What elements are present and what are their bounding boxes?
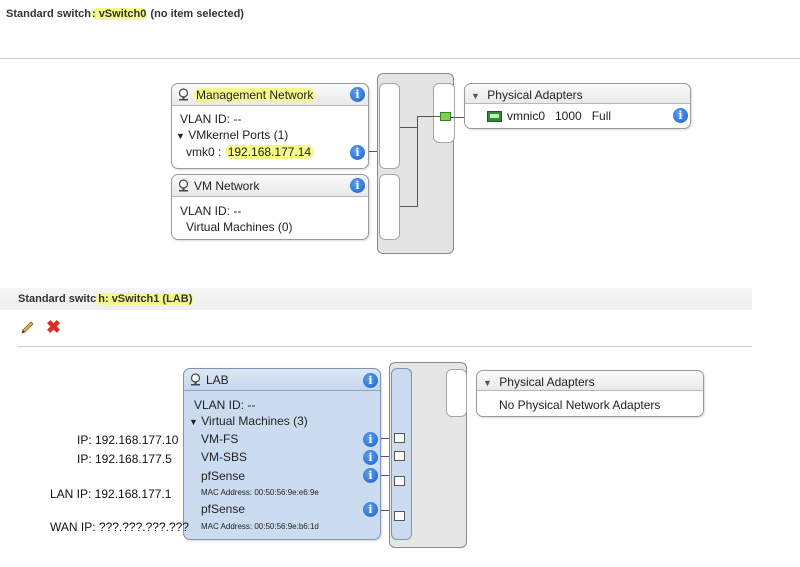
vm-network-title: VM Network — [194, 179, 260, 193]
network-icon — [178, 179, 189, 192]
annotation-lan-ip: LAN IP: 192.168.177.1 — [50, 487, 172, 501]
info-icon[interactable]: i — [363, 432, 378, 447]
connector-line — [369, 151, 378, 152]
physical-adapters-panel[interactable]: ▼ Physical Adapters vmnic0 1000 Full i — [464, 83, 691, 129]
physical-adapters-header — [465, 84, 690, 104]
vswitch0-name: : vSwitch0 — [90, 8, 148, 20]
pfsense-wan-mac: MAC Address: 00:50:56:9e:b6:1d — [201, 522, 319, 531]
info-icon[interactable]: i — [363, 450, 378, 465]
vmk0-ip: 192.168.177.14 — [224, 145, 315, 159]
uplink-line — [451, 117, 465, 118]
expand-icon: ▼ — [483, 378, 492, 388]
physical-adapters-toggle[interactable]: ▼ Physical Adapters — [483, 375, 595, 389]
virtual-machines-label: Virtual Machines (0) — [186, 220, 293, 234]
vm-port — [394, 511, 405, 521]
connector-line — [381, 475, 389, 476]
vswitch1-name: h: vSwitch1 (LAB) — [96, 293, 195, 305]
switch-wire — [417, 116, 418, 207]
virtual-machines-toggle[interactable]: ▼ Virtual Machines (3) — [189, 414, 308, 428]
portgroup-header — [172, 175, 368, 197]
expand-icon: ▼ — [471, 91, 480, 101]
vm-sbs-item[interactable]: VM-SBS — [201, 450, 248, 464]
vm-port — [394, 476, 405, 486]
pencil-icon[interactable] — [19, 320, 35, 336]
uplink-port — [440, 112, 451, 121]
vlan-id-label: VLAN ID: -- — [194, 398, 256, 412]
vmk0-label: vmk0 : — [186, 145, 222, 159]
info-icon[interactable]: i — [363, 468, 378, 483]
virtual-machines-label: Virtual Machines (3) — [201, 414, 308, 428]
info-icon[interactable]: i — [363, 502, 378, 517]
vmkernel-ports-toggle[interactable]: ▼ VMkernel Ports (1) — [176, 128, 288, 142]
connector-line — [381, 456, 395, 457]
vswitch0-selection-status: (no item selected) — [147, 8, 244, 20]
connector-line — [381, 510, 389, 511]
vm-fs-item[interactable]: VM-FS — [201, 432, 239, 446]
pfsense-wan-item[interactable]: pfSense — [201, 502, 246, 516]
switch-wire — [417, 116, 440, 117]
vswitch0-header: Standard switch: vSwitch0 (no item selec… — [6, 8, 244, 20]
annotation-ip-vm-fs: IP: 192.168.177.10 — [77, 433, 179, 447]
lab-portgroup[interactable]: LAB i VLAN ID: -- ▼ Virtual Machines (3)… — [183, 368, 381, 540]
vswitch0-left-slot — [379, 83, 400, 169]
physical-adapters-header — [477, 371, 703, 391]
physical-adapters-toggle[interactable]: ▼ Physical Adapters — [471, 88, 583, 102]
switch-wire — [400, 206, 417, 207]
info-icon[interactable]: i — [350, 178, 365, 193]
pfsense-lan-mac: MAC Address: 00:50:56:9e:e6:9e — [201, 488, 319, 497]
toolbar-divider — [18, 346, 752, 347]
info-icon[interactable]: i — [673, 108, 688, 123]
vm-port — [394, 433, 405, 443]
vswitch0-header-prefix: Standard switch — [6, 8, 91, 20]
vswitch1-header-prefix: Standard switc — [18, 293, 97, 305]
delete-icon[interactable]: ✖ — [46, 317, 62, 337]
physical-adapters-panel[interactable]: ▼ Physical Adapters No Physical Network … — [476, 370, 704, 417]
info-icon[interactable]: i — [363, 373, 378, 388]
vmkernel-ports-label: VMkernel Ports (1) — [188, 128, 289, 142]
lab-title: LAB — [206, 373, 229, 387]
connector-line — [381, 438, 395, 439]
portgroup-header — [184, 369, 380, 391]
vmnic0-adapter[interactable]: vmnic0 1000 Full — [507, 109, 612, 123]
management-network-portgroup[interactable]: Management Network i VLAN ID: -- ▼ VMker… — [171, 83, 369, 169]
vm-port — [394, 451, 405, 461]
expand-icon: ▼ — [176, 131, 185, 141]
physical-adapters-title: Physical Adapters — [487, 88, 583, 102]
info-icon[interactable]: i — [350, 145, 365, 160]
vswitch1-right-slot — [446, 369, 467, 417]
no-physical-adapters-message: No Physical Network Adapters — [499, 398, 661, 412]
info-icon[interactable]: i — [350, 87, 365, 102]
management-network-title: Management Network — [194, 88, 316, 102]
vmk0-row[interactable]: vmk0 : 192.168.177.14 — [186, 145, 315, 159]
vm-network-portgroup[interactable]: VM Network i VLAN ID: -- Virtual Machine… — [171, 174, 369, 240]
nic-icon — [487, 111, 502, 122]
network-icon — [178, 88, 189, 101]
annotation-ip-vm-sbs: IP: 192.168.177.5 — [77, 452, 172, 466]
vlan-id-label: VLAN ID: -- — [180, 204, 242, 218]
physical-adapters-title: Physical Adapters — [499, 375, 595, 389]
expand-icon: ▼ — [189, 417, 198, 427]
switch-wire — [400, 127, 417, 128]
annotation-wan-ip: WAN IP: ???.???.???.??? — [50, 520, 189, 534]
vswitch0-left-slot — [379, 174, 400, 240]
network-icon — [190, 373, 201, 386]
pfsense-lan-item[interactable]: pfSense — [201, 469, 246, 483]
header-divider — [0, 58, 800, 59]
vlan-id-label: VLAN ID: -- — [180, 112, 242, 126]
